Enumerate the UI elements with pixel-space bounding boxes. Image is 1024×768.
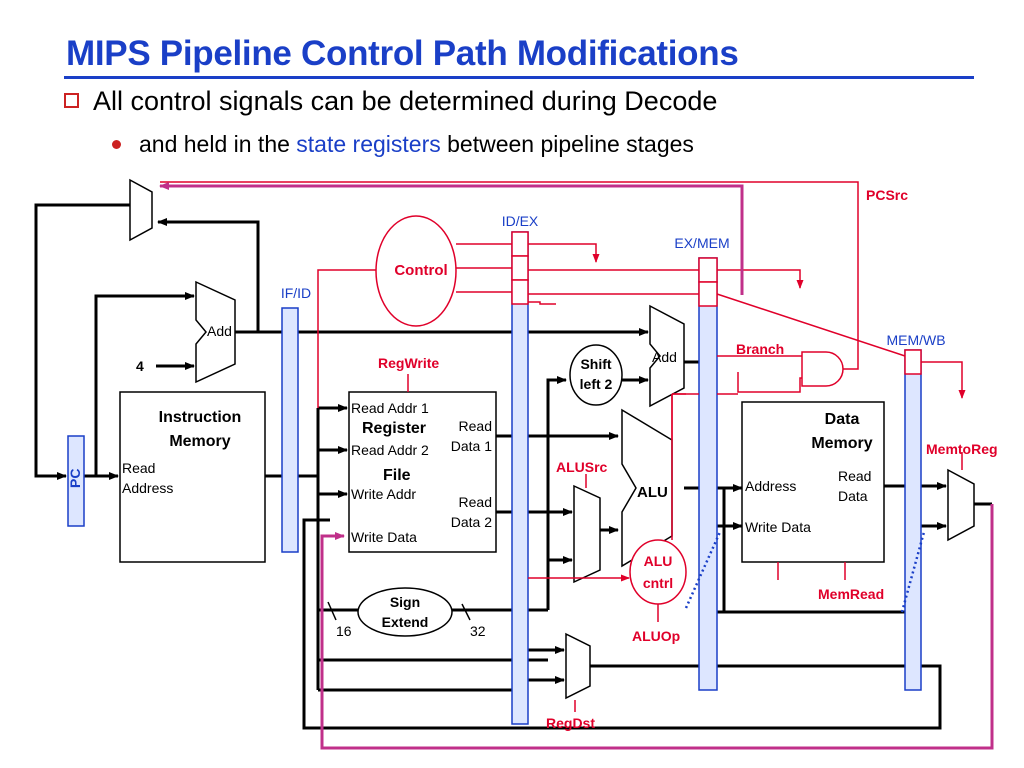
data-memory-title-1: Data	[825, 411, 860, 428]
alusrc-label: ALUSrc	[556, 459, 608, 475]
datapath-wires	[34, 203, 992, 730]
read-addr2-label: Read Addr 2	[351, 442, 429, 458]
square-bullet-icon	[64, 93, 79, 108]
instruction-memory-title-1: Instruction	[159, 409, 242, 426]
control-unit	[375, 215, 457, 327]
id-ex-register	[511, 231, 529, 725]
read-data1-label-2: Data 1	[451, 438, 492, 454]
bullet-level2-highlight: state registers	[296, 131, 441, 157]
page-title: MIPS Pipeline Control Path Modifications	[66, 34, 739, 73]
data-memory-read-data-2: Data	[838, 488, 868, 504]
aluop-label: ALUOp	[632, 628, 680, 644]
mem-wb-register	[904, 349, 922, 691]
write-addr-label: Write Addr	[351, 486, 416, 502]
pipeline-registers	[281, 231, 922, 725]
bullet-level2: and held in the state registers between …	[112, 131, 694, 158]
alu-control-label-1: ALU	[644, 553, 673, 569]
sign-extend	[357, 587, 453, 637]
alusrc-mux	[573, 484, 601, 584]
read-data2-label-1: Read	[459, 494, 492, 510]
memread-label: MemRead	[818, 586, 884, 602]
shift-label-2: left 2	[580, 376, 613, 392]
shift-left-2	[569, 344, 623, 406]
read-addr1-label: Read Addr 1	[351, 400, 429, 416]
bullet-level2-prefix: and held in the	[139, 131, 290, 157]
branch-label: Branch	[736, 341, 784, 357]
data-memory-address-label: Address	[745, 478, 796, 494]
pcsrc-label: PCSrc	[866, 187, 908, 203]
mem-wb-label: MEM/WB	[886, 332, 945, 348]
memtoreg-mux	[947, 468, 975, 542]
read-data2-label-2: Data 2	[451, 514, 492, 530]
pc-register	[67, 435, 85, 527]
register-file	[348, 391, 497, 553]
read-data1-label-1: Read	[459, 418, 492, 434]
register-file-title-1: Register	[362, 420, 426, 437]
alu-control-label-2: cntrl	[643, 575, 673, 591]
bits-16-label: 16	[336, 623, 352, 639]
bullet-level2-suffix: between pipeline stages	[447, 131, 694, 157]
data-memory	[741, 401, 885, 563]
round-bullet-icon	[112, 140, 121, 149]
branch-and-gate	[801, 351, 844, 387]
if-id-register	[281, 307, 299, 553]
bullet-level1: All control signals can be determined du…	[64, 86, 717, 117]
regwrite-label: RegWrite	[378, 355, 439, 371]
instruction-memory-read-1: Read	[122, 460, 155, 476]
ex-mem-register	[698, 257, 718, 691]
alu-label: ALU	[637, 484, 668, 501]
pc-mux	[129, 178, 153, 242]
regdst-mux	[565, 632, 591, 700]
data-memory-title-2: Memory	[811, 435, 872, 452]
pc-adder-label: Add	[207, 323, 232, 339]
muxes-and-adders	[129, 178, 975, 700]
pc-label: PC	[67, 469, 83, 488]
id-ex-label: ID/EX	[502, 213, 539, 229]
constant-four: 4	[136, 358, 144, 374]
control-unit-label: Control	[394, 262, 447, 279]
data-memory-read-data-1: Read	[838, 468, 871, 484]
writeback-wires	[159, 182, 994, 750]
shift-label-1: Shift	[580, 356, 611, 372]
register-file-title-2: File	[383, 467, 411, 484]
branch-adder	[649, 304, 685, 408]
alu-control	[629, 539, 687, 605]
data-memory-write-data-label: Write Data	[745, 519, 811, 535]
sign-extend-label-2: Extend	[382, 614, 429, 630]
control-wires	[160, 181, 966, 712]
instruction-memory-read-2: Address	[122, 480, 173, 496]
instruction-memory-title-2: Memory	[169, 433, 230, 450]
bits-32-label: 32	[470, 623, 486, 639]
memtoreg-label: MemtoReg	[926, 441, 998, 457]
bullet-level1-text: All control signals can be determined du…	[93, 86, 718, 116]
write-data-label: Write Data	[351, 529, 417, 545]
regdst-label: RegDst	[546, 715, 595, 731]
instruction-memory	[119, 391, 266, 563]
if-id-label: IF/ID	[281, 285, 311, 301]
pc-adder	[195, 280, 236, 384]
title-underline	[64, 76, 974, 79]
ex-mem-label: EX/MEM	[674, 235, 729, 251]
branch-adder-label: Add	[652, 349, 677, 365]
sign-extend-label-1: Sign	[390, 594, 420, 610]
